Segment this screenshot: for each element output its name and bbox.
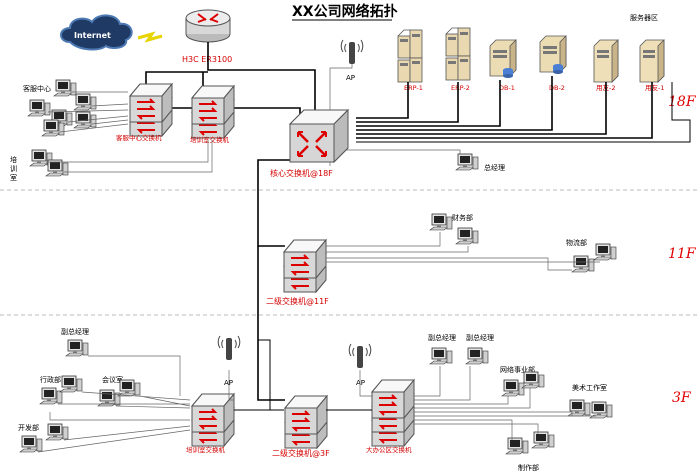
pc-tr-2 bbox=[45, 159, 69, 177]
pc-deputy-gm-right-1 bbox=[429, 347, 453, 365]
server-db-2 bbox=[539, 35, 567, 75]
pc-admin-1 bbox=[39, 387, 63, 405]
pc-art-1 bbox=[567, 399, 591, 417]
pc-logistics-2 bbox=[593, 243, 617, 261]
customer-service-switch bbox=[130, 84, 172, 136]
server-label-erp-2: ERP-2 bbox=[451, 84, 470, 92]
meeting-room-label: 会议室 bbox=[102, 375, 123, 384]
server-yonyou-1 bbox=[639, 39, 665, 83]
link-core-3f bbox=[257, 246, 285, 401]
pc-dev-2 bbox=[45, 423, 69, 441]
secondary-11f-switch-label: 二级交换机@11F bbox=[266, 296, 329, 306]
pc-deputy-gm-right-2 bbox=[465, 347, 489, 365]
ap-18f-label: AP bbox=[346, 74, 355, 82]
core-switch-label: 核心交换机@18F bbox=[270, 168, 333, 178]
pc-cs-2 bbox=[73, 93, 97, 111]
customer-service-switch-label: 客服中心交换机 bbox=[116, 133, 162, 142]
server-label-yonyou-1: 用友-1 bbox=[645, 83, 664, 92]
pc-cs-3 bbox=[27, 99, 51, 117]
finance-label: 财务部 bbox=[452, 213, 473, 222]
floor-label-18f: 18F bbox=[668, 94, 697, 110]
floor-label-11f: 11F bbox=[668, 246, 697, 262]
development-label: 开发部 bbox=[18, 423, 39, 432]
server-erp-1 bbox=[397, 29, 423, 83]
pc-art-2 bbox=[589, 401, 613, 419]
pc-finance-1 bbox=[429, 213, 453, 231]
router-label: H3C ER3100 bbox=[182, 55, 232, 64]
pc-cs-1 bbox=[53, 79, 77, 97]
router bbox=[185, 9, 231, 43]
production-label: 制作部 bbox=[518, 463, 539, 472]
link-core-11f bbox=[257, 159, 316, 247]
server-label-db-1: DB-1 bbox=[499, 84, 515, 92]
pc-dev-1 bbox=[19, 435, 43, 453]
pc-admin-2 bbox=[59, 375, 83, 393]
pc-production-1 bbox=[505, 437, 529, 455]
pc-meeting-2 bbox=[117, 379, 141, 397]
ap-3f-left-label: AP bbox=[224, 379, 233, 387]
pc-finance-2 bbox=[455, 227, 479, 245]
art-studio-label: 美术工作室 bbox=[572, 383, 607, 392]
server-label-erp-1: ERP-1 bbox=[404, 84, 423, 92]
office-3f-switch-label: 大办公区交换机 bbox=[366, 445, 412, 454]
pc-production-2 bbox=[531, 431, 555, 449]
internet-cloud: Internet bbox=[60, 14, 133, 51]
pc-logistics-1 bbox=[571, 255, 595, 273]
training-room-18f-label: 培训室 bbox=[10, 155, 17, 182]
internet-label: Internet bbox=[74, 31, 111, 40]
secondary-3f-switch bbox=[285, 396, 327, 448]
office-3f-switch-top bbox=[371, 379, 415, 419]
customer-center-label: 客服中心 bbox=[23, 84, 51, 93]
training-18f-switch bbox=[192, 86, 234, 138]
general-manager-label: 总经理 bbox=[484, 163, 505, 172]
server-erp-2 bbox=[445, 27, 471, 81]
admin-label: 行政部 bbox=[40, 375, 61, 384]
wan-link bbox=[137, 31, 163, 43]
server-yonyou-2 bbox=[593, 39, 619, 83]
network-business-label: 网络事业部 bbox=[500, 365, 535, 374]
deputy-gm-right-2-label: 副总经理 bbox=[466, 333, 494, 342]
server-db-1 bbox=[489, 39, 517, 79]
secondary-3f-switch-label: 二级交换机@3F bbox=[272, 448, 330, 458]
pc-deputy-gm-left bbox=[65, 339, 89, 357]
deputy-gm-left-label: 副总经理 bbox=[61, 327, 89, 336]
training-18f-switch-label: 培训室交换机 bbox=[190, 135, 230, 144]
server-area-label: 服务器区 bbox=[630, 13, 658, 22]
pc-network-2 bbox=[521, 371, 545, 389]
floor-label-3f: 3F bbox=[672, 390, 692, 406]
ap-3f-right-label: AP bbox=[356, 379, 365, 387]
secondary-11f-switch bbox=[284, 240, 326, 292]
pc-meeting-1 bbox=[97, 389, 121, 407]
page-title: XX公司网络拓扑 bbox=[292, 3, 398, 20]
logistics-label: 物流部 bbox=[566, 238, 587, 247]
ap-3f-right bbox=[348, 343, 372, 369]
link-router-core bbox=[207, 42, 316, 112]
server-label-db-2: DB-2 bbox=[549, 84, 565, 92]
ap-3f-left bbox=[217, 335, 241, 361]
ap-18f bbox=[340, 39, 364, 65]
pc-general-manager bbox=[455, 153, 479, 171]
core-switch bbox=[288, 108, 350, 164]
pc-network-1 bbox=[501, 379, 525, 397]
deputy-gm-right-1-label: 副总经理 bbox=[428, 333, 456, 342]
training-3f-switch-label: 培训室交换机 bbox=[186, 445, 226, 454]
training-3f-switch bbox=[192, 394, 234, 446]
